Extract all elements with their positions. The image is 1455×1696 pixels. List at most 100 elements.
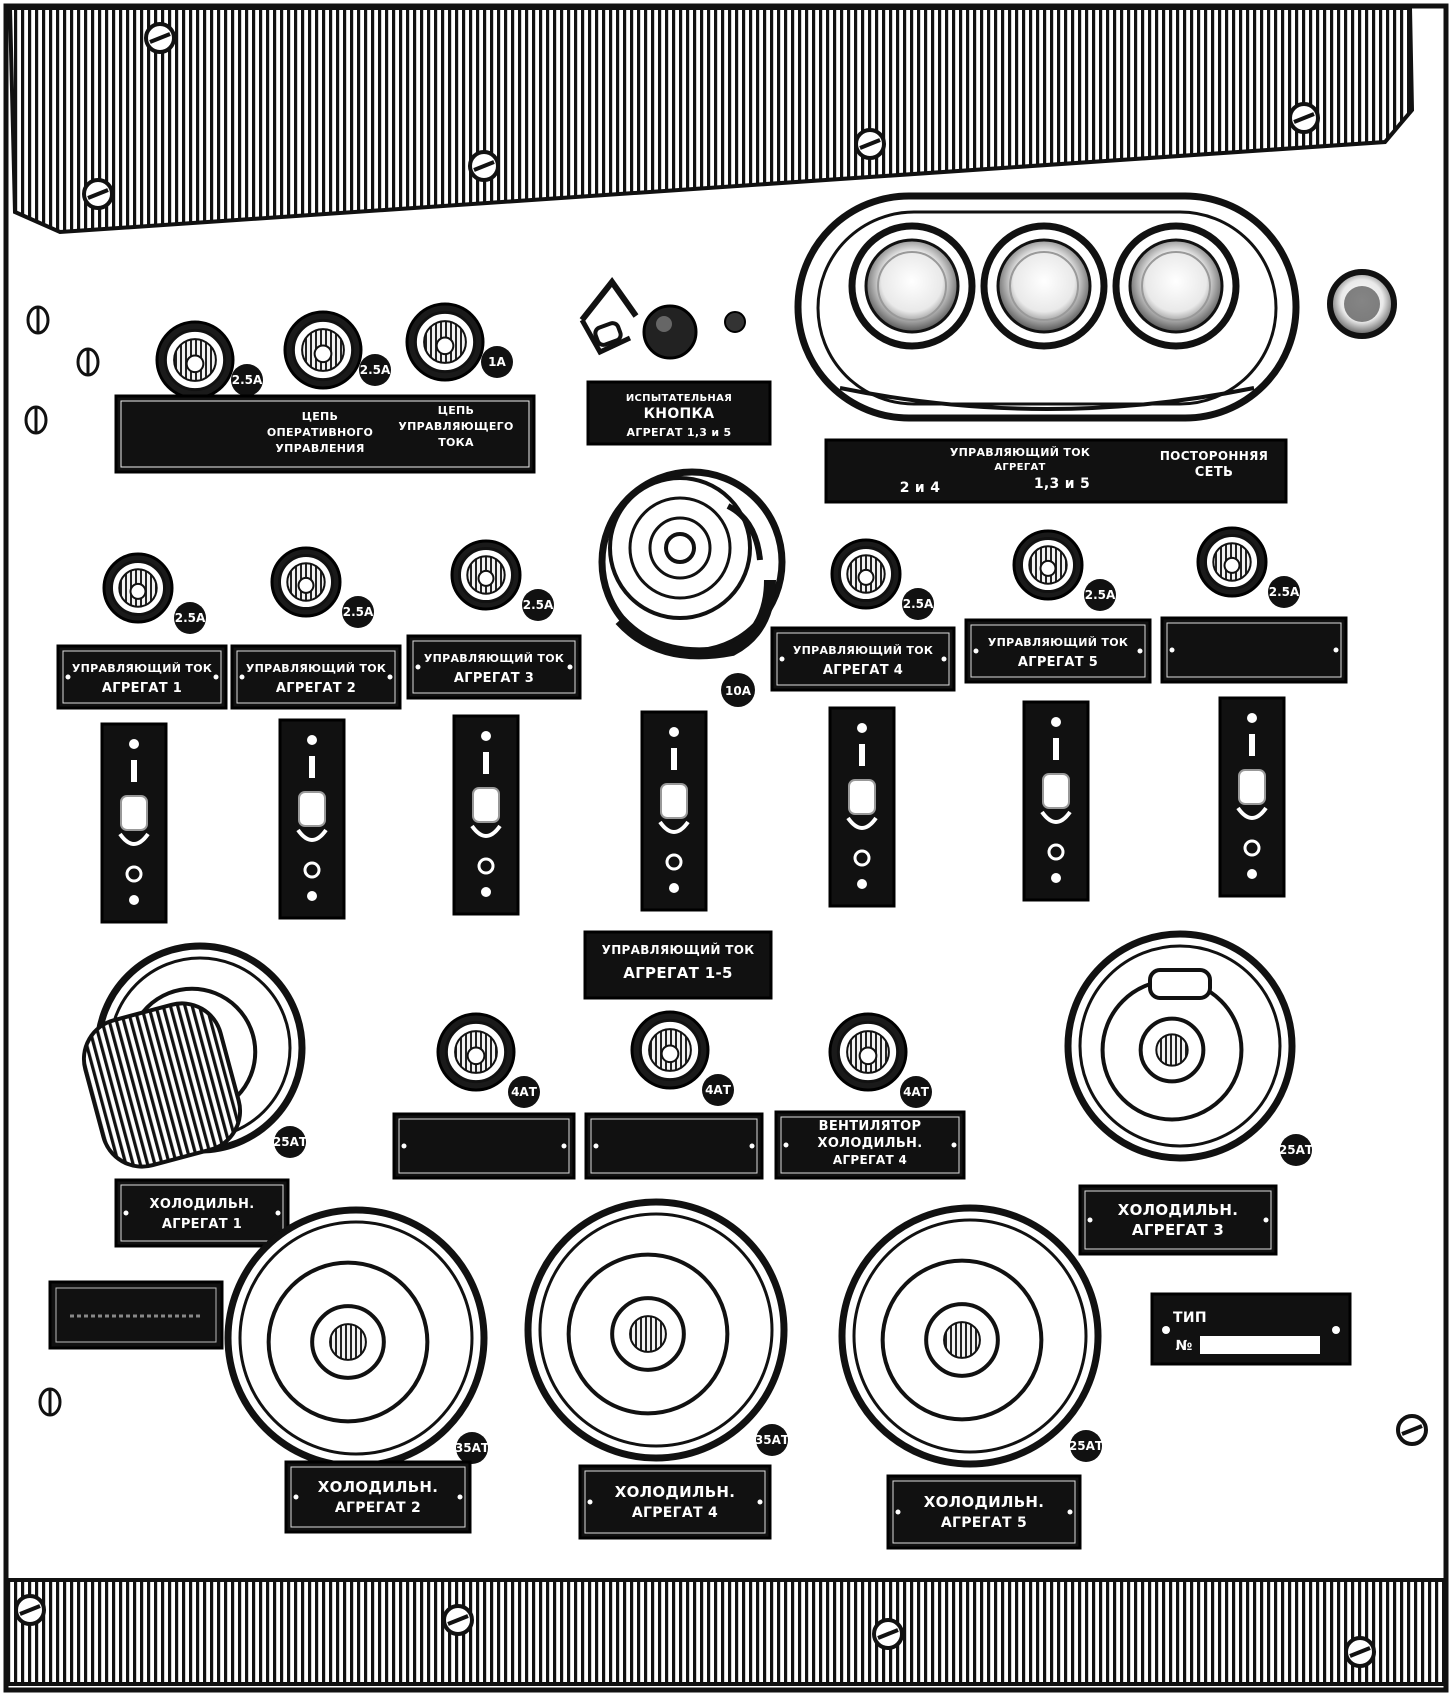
mount-hole-4: [38, 1387, 62, 1417]
big-fuse-4-plate: ХОЛОДИЛЬН.АГРЕГАТ 4: [578, 1464, 772, 1540]
plate-text-b3: ТОКА: [438, 436, 474, 449]
main-switch-label-2: АГРЕГАТ 1-5: [623, 964, 732, 982]
unit-fuse-rating-4: 2.5А: [902, 588, 934, 620]
fan-fuse-rating-1-text: 4АТ: [511, 1085, 538, 1099]
big-fuse-plate-1-line-2: АГРЕГАТ 1: [162, 1217, 242, 1232]
unit-fuse-4[interactable]: [830, 538, 902, 610]
fan-fuse-3[interactable]: [828, 1012, 908, 1092]
fan-fuse-plate-3-line-3: АГРЕГАТ 4: [833, 1153, 907, 1167]
unit-fuse-rating-4-text: 2.5А: [903, 597, 934, 611]
unit-fuse-plate-2-line-1: УПРАВЛЯЮЩИЙ ТОК: [246, 662, 386, 675]
unit-fuse-plate-1-line-2: АГРЕГАТ 1: [102, 681, 182, 696]
toggle-switch-row: [100, 696, 1286, 924]
fan-fuse-plate-3-line-2: ХОЛОДИЛЬН.: [818, 1136, 923, 1151]
unit-fuse-rating-1-text: 2.5А: [175, 611, 206, 625]
screw-6: [14, 1594, 46, 1626]
toggle-switch-5[interactable]: [828, 706, 896, 908]
fan-fuse-plate-3-line-1: ВЕНТИЛЯТОР: [819, 1119, 922, 1134]
unit-fuse-plate-3-line-1: УПРАВЛЯЮЩИЙ ТОК: [424, 652, 564, 665]
big-fuse-1[interactable]: [75, 942, 306, 1176]
toggle-switch-2[interactable]: [278, 718, 346, 920]
test-plate-text-2: КНОПКА: [644, 406, 715, 422]
fan-fuse-plate-3: ВЕНТИЛЯТОР ХОЛОДИЛЬН. АГРЕГАТ 4: [774, 1110, 966, 1180]
fan-fuse-2[interactable]: [630, 1010, 710, 1090]
plate-text-a3: УПРАВЛЕНИЯ: [275, 442, 364, 455]
fan-fuse-plate-1: [392, 1112, 576, 1180]
screw-group: [14, 22, 1428, 1668]
screw-7: [442, 1604, 474, 1636]
signal-plate-left-b: 1,3 и 5: [1034, 476, 1090, 492]
unit-fuse-6[interactable]: [1196, 526, 1268, 598]
big-fuse-5[interactable]: [838, 1204, 1102, 1468]
unit-fuse-plate-5-line-2: АГРЕГАТ 5: [1018, 655, 1098, 670]
big-fuse-5-rating: 25АТ: [1069, 1430, 1104, 1462]
unit-fuse-plate-4-line-1: УПРАВЛЯЮЩИЙ ТОК: [793, 644, 933, 657]
toggle-switch-6[interactable]: [1022, 700, 1090, 902]
bottom-cover-strip: [6, 1578, 1448, 1686]
unit-fuse-rating-6-text: 2.5А: [1269, 585, 1300, 599]
signal-plate-left-top: УПРАВЛЯЮЩИЙ ТОК: [950, 446, 1090, 459]
main-switch-label-1: УПРАВЛЯЮЩИЙ ТОК: [602, 942, 755, 957]
top-fuse-2[interactable]: [283, 310, 363, 390]
test-button[interactable]: [642, 304, 698, 360]
unit-fuse-rating-3: 2.5А: [522, 589, 554, 621]
top-fuse-1[interactable]: [155, 320, 235, 400]
unit-fuse-plate-4: УПРАВЛЯЮЩИЙ ТОК АГРЕГАТ 4: [770, 626, 956, 692]
unit-fuse-rating-3-text: 2.5А: [523, 598, 554, 612]
big-fuse-plate-3: ХОЛОДИЛЬН.АГРЕГАТ 3: [1078, 1184, 1278, 1256]
mount-hole-1: [26, 305, 50, 335]
unit-fuse-rating-6: 2.5А: [1268, 576, 1300, 608]
big-fuse-4-plate-line-1: ХОЛОДИЛЬН.: [615, 1483, 736, 1501]
toggle-switch-4[interactable]: [640, 710, 708, 912]
signal-lamp-row: [848, 222, 1240, 350]
signal-plate-right-top: ПОСТОРОННЯЯ: [1160, 449, 1268, 463]
main-rotary-switch[interactable]: [598, 468, 786, 660]
big-fuse-2-rating-text: 35АТ: [455, 1441, 490, 1455]
toggle-switch-3[interactable]: [452, 714, 520, 916]
big-fuse-rating-1: 25АТ: [273, 1126, 308, 1158]
big-fuse-2-plate-line-1: ХОЛОДИЛЬН.: [318, 1478, 439, 1496]
signal-plate-right-bottom: СЕТЬ: [1195, 465, 1233, 480]
screw-10: [1396, 1414, 1428, 1446]
signal-plate-left-a: 2 и 4: [900, 480, 941, 496]
screw-1: [144, 22, 176, 54]
unit-fuse-plate-2-line-2: АГРЕГАТ 2: [276, 681, 356, 696]
unit-fuse-5[interactable]: [1012, 529, 1084, 601]
type-plate: ТИП №: [1150, 1292, 1352, 1366]
big-fuse-plate-1-line-1: ХОЛОДИЛЬН.: [150, 1197, 255, 1212]
signal-lamp-1: [848, 222, 976, 350]
screw-5: [82, 178, 114, 210]
unit-fuse-3[interactable]: [450, 539, 522, 611]
unit-fuse-rating-5-text: 2.5А: [1085, 588, 1116, 602]
big-fuse-2-plate: ХОЛОДИЛЬН.АГРЕГАТ 2: [284, 1460, 472, 1534]
toggle-switch-1[interactable]: [100, 722, 168, 924]
top-fuse-rating-2-text: 2.5А: [360, 363, 391, 377]
big-fuse-5-rating-text: 25АТ: [1069, 1439, 1104, 1453]
signal-plate-left-mid: АГРЕГАТ: [994, 462, 1045, 473]
unit-fuse-1[interactable]: [102, 552, 174, 624]
top-fuse-rating-2: 2.5А: [359, 354, 391, 386]
unit-fuse-2[interactable]: [270, 546, 342, 618]
unit-fuse-rating-5: 2.5А: [1084, 579, 1116, 611]
fan-fuse-plate-2: [584, 1112, 764, 1180]
screw-4: [1288, 102, 1320, 134]
big-fuse-rating-1-text: 25АТ: [273, 1135, 308, 1149]
fan-fuse-1[interactable]: [436, 1012, 516, 1092]
unit-fuse-plate-4-line-2: АГРЕГАТ 4: [823, 663, 903, 678]
top-fuse-3[interactable]: [405, 302, 485, 382]
big-fuse-rating-3: 25АТ: [1279, 1134, 1314, 1166]
big-fuse-plate-3-line-1: ХОЛОДИЛЬН.: [1118, 1201, 1239, 1219]
big-fuse-2[interactable]: [224, 1206, 488, 1470]
toggle-switch-7[interactable]: [1218, 696, 1286, 898]
unit-fuse-rating-1: 2.5А: [174, 602, 206, 634]
mount-hole-2: [76, 347, 100, 377]
unit-fuse-plate-2: УПРАВЛЯЮЩИЙ ТОК АГРЕГАТ 2: [230, 644, 402, 710]
big-fuse-3[interactable]: [1064, 930, 1296, 1162]
plate-text-a1: ЦЕПЬ: [302, 410, 339, 423]
big-fuse-4[interactable]: [524, 1198, 788, 1462]
